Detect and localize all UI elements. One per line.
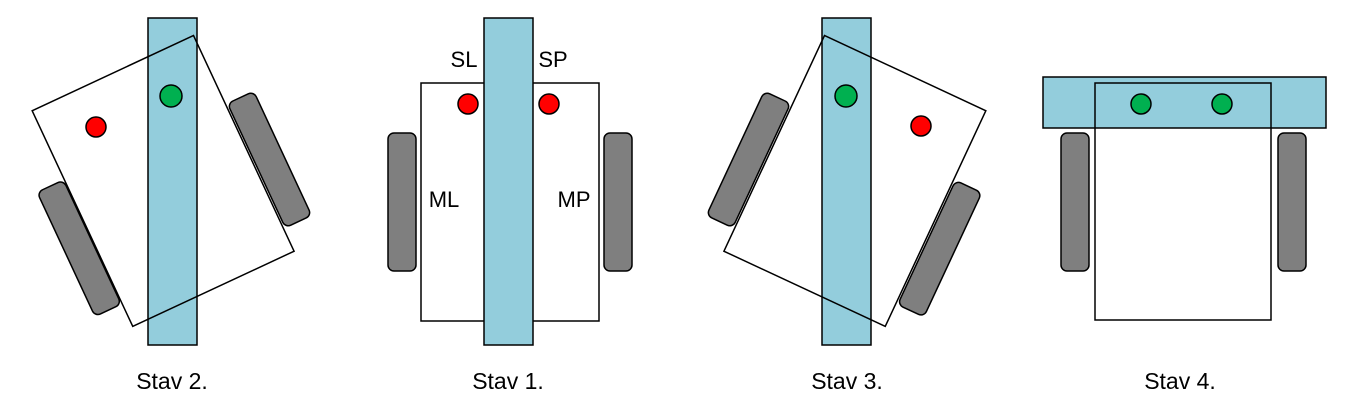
left-motor-label: ML xyxy=(429,187,460,212)
line-track xyxy=(1042,76,1327,129)
state-caption: Stav 2. xyxy=(136,368,208,394)
right-sensor-label: SP xyxy=(538,47,567,72)
line-track xyxy=(147,17,198,346)
left-motor-wheel xyxy=(1060,132,1090,272)
right-motor-label: MP xyxy=(558,187,591,212)
left-sensor xyxy=(1130,93,1152,115)
right-sensor xyxy=(1211,93,1233,115)
right-motor-wheel xyxy=(898,181,981,316)
right-sensor xyxy=(910,115,932,137)
robot-body xyxy=(1094,82,1272,321)
state-caption: Stav 4. xyxy=(1144,368,1216,394)
left-sensor xyxy=(85,116,107,138)
state-caption: Stav 1. xyxy=(472,368,544,394)
left-motor-wheel xyxy=(707,92,790,227)
left-sensor xyxy=(834,84,858,108)
robot-body xyxy=(722,34,987,328)
right-motor-wheel xyxy=(1277,132,1307,272)
right-motor-wheel xyxy=(228,92,311,227)
right-sensor xyxy=(538,93,560,115)
state-1: SL SP ML MP Stav 1. xyxy=(387,17,633,394)
right-sensor xyxy=(159,84,183,108)
right-motor-wheel xyxy=(603,132,633,272)
robot-body xyxy=(31,34,296,328)
state-3: Stav 3. xyxy=(707,17,987,394)
line-track xyxy=(483,17,534,346)
left-motor-wheel xyxy=(38,181,121,316)
line-track xyxy=(821,17,872,346)
left-sensor-label: SL xyxy=(451,47,478,72)
left-motor-wheel xyxy=(387,132,417,272)
state-2: Stav 2. xyxy=(31,17,311,394)
left-sensor xyxy=(457,93,479,115)
state-4: Stav 4. xyxy=(1042,76,1327,394)
state-caption: Stav 3. xyxy=(811,368,883,394)
